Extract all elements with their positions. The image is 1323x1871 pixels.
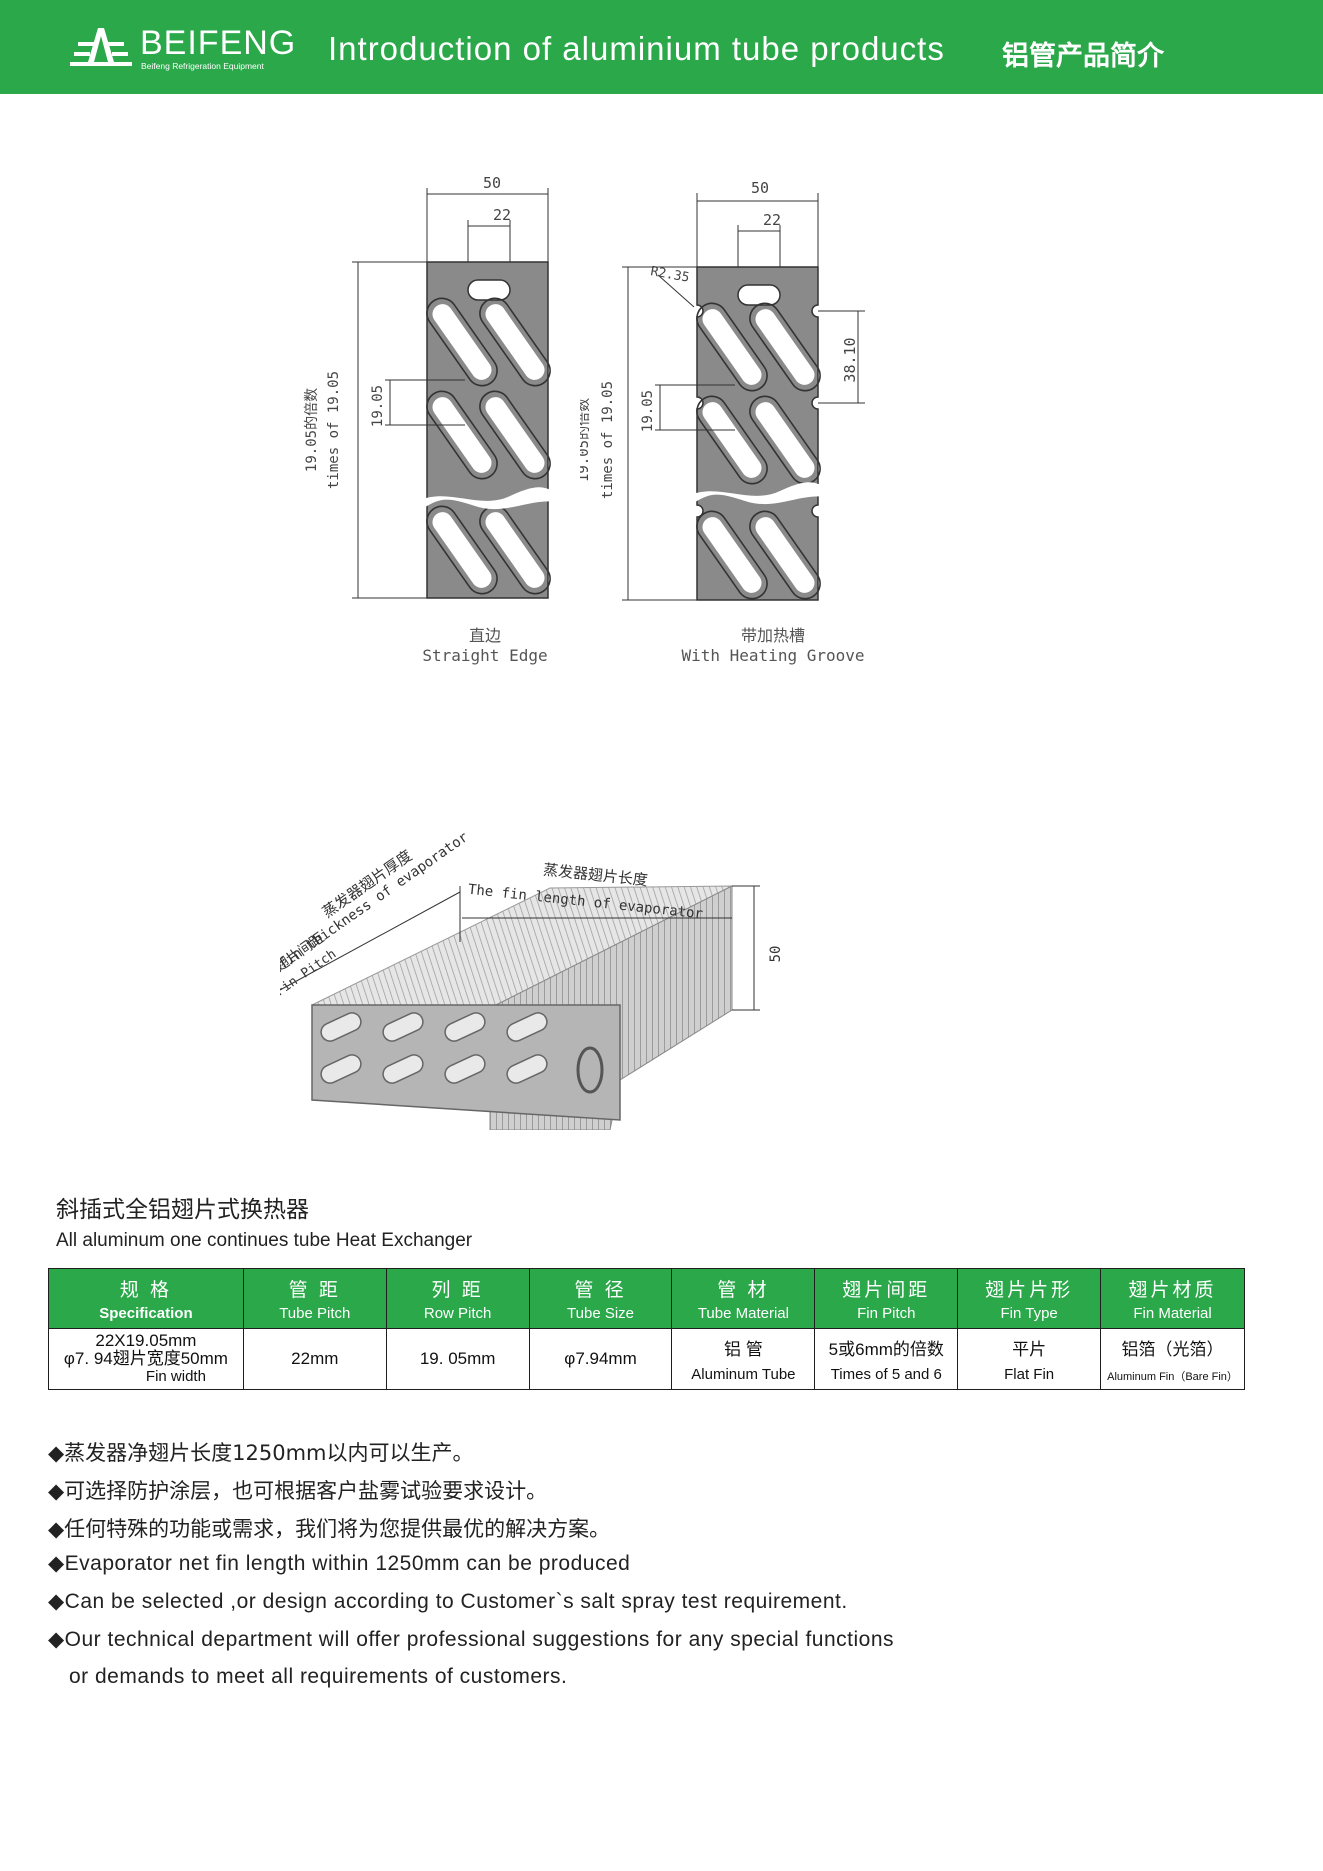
dim-pitch: 19.05	[370, 385, 386, 427]
dim-height-cn: 19.05的倍数	[580, 398, 592, 482]
cell-fin-material: 铝箔（光箔）Aluminum Fin（Bare Fin）	[1100, 1328, 1245, 1390]
list-item: ◆可选择防护涂层，也可根据客户盐雾试验要求设计。	[48, 1479, 548, 1503]
feature-list: ◆蒸发器净翅片长度1250mm以内可以生产。 ◆可选择防护涂层，也可根据客户盐雾…	[48, 1437, 894, 1689]
brand-subtitle: Beifeng Refrigeration Equipment	[141, 61, 264, 71]
fin-length-cn: 蒸发器翅片长度	[542, 861, 648, 890]
header-bar: BEIFENG Beifeng Refrigeration Equipment …	[0, 0, 1323, 94]
dim-height-cn: 19.05的倍数	[304, 388, 320, 472]
cell-row-pitch: 19. 05mm	[385, 1328, 530, 1390]
beifeng-logo-icon	[70, 28, 132, 66]
caption-straight-en: Straight Edge	[422, 646, 548, 665]
dim-pitch: 19.05	[640, 390, 656, 432]
dim-radius: R2.35	[649, 264, 690, 286]
caption-groove-en: With Heating Groove	[681, 646, 865, 665]
evaporator-3d-drawing: 蒸发器翅片厚度 The fin thickness of evaporator …	[280, 829, 784, 1130]
section-title-en: All aluminum one continues tube Heat Exc…	[56, 1230, 473, 1251]
height-dim: 50	[768, 946, 784, 963]
section-title-cn: 斜插式全铝翅片式换热器	[56, 1197, 309, 1223]
table-row: 22X19.05mm φ7. 94翅片宽度50mm Fin width 22mm…	[48, 1328, 1245, 1390]
list-item: ◆Evaporator net fin length within 1250mm…	[48, 1552, 631, 1575]
list-item: ◆蒸发器净翅片长度1250mm以内可以生产。	[48, 1441, 474, 1465]
cell-specification: 22X19.05mm φ7. 94翅片宽度50mm Fin width	[48, 1328, 244, 1390]
fin-drawing-heating-groove: 50 22 R2.35 38.10 19.05的倍数 times of 19.0…	[580, 179, 865, 606]
dim-width: 50	[751, 179, 769, 197]
dim-width: 50	[483, 174, 501, 192]
list-item: ◆Can be selected ,or design according to…	[48, 1590, 848, 1613]
list-item-continuation: or demands to meet all requirements of c…	[69, 1665, 568, 1688]
dim-height-en: times of 19.05	[600, 381, 616, 499]
list-item: ◆任何特殊的功能或需求，我们将为您提供最优的解决方案。	[48, 1517, 611, 1541]
cell-tube-size: φ7.94mm	[528, 1328, 673, 1390]
list-item: ◆Our technical department will offer pro…	[48, 1628, 895, 1651]
brand-name: BEIFENG	[140, 24, 297, 62]
dim-slot: 22	[493, 206, 511, 224]
page-title: Introduction of aluminium tube products	[328, 30, 945, 67]
cell-tube-pitch: 22mm	[242, 1328, 387, 1390]
dim-groove: 38.10	[841, 337, 859, 382]
caption-groove-cn: 带加热槽	[740, 626, 805, 645]
dim-slot: 22	[763, 211, 781, 229]
page-title-cn: 铝管产品简介	[1002, 41, 1164, 72]
fin-drawing-straight-edge: 50 22 19.05的倍数 times of 19.05 19.05	[304, 174, 557, 601]
caption-straight-cn: 直边	[468, 626, 501, 645]
dim-height-en: times of 19.05	[326, 371, 342, 489]
